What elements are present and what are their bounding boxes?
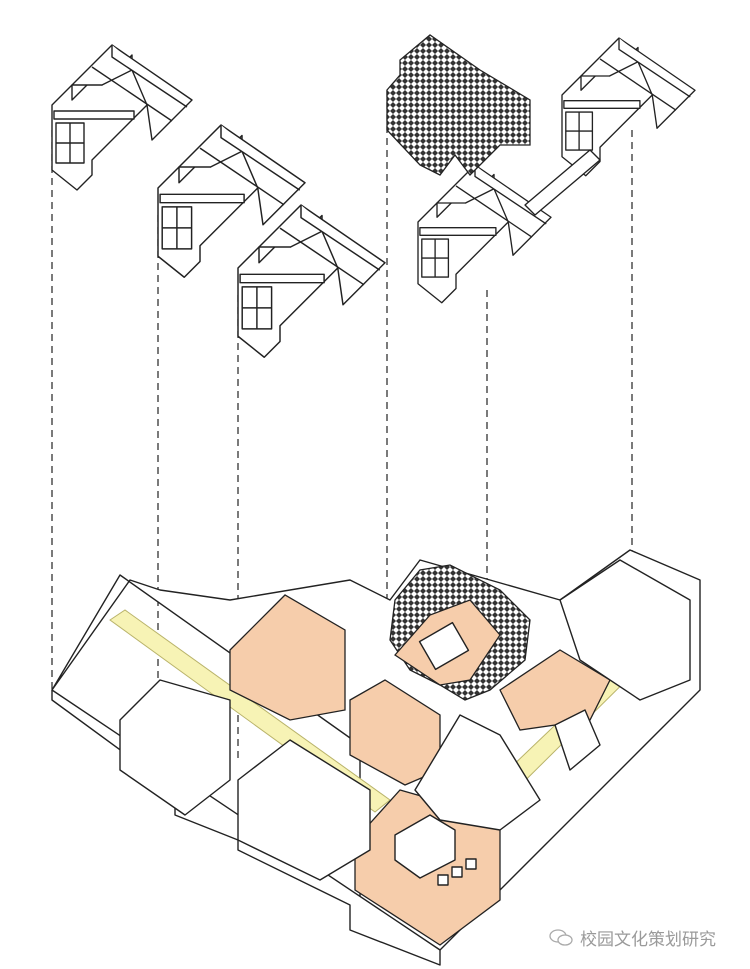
- planter: [437, 874, 449, 886]
- gabled-building: [119, 679, 231, 816]
- planter: [465, 858, 477, 870]
- connecting-bridge: [524, 149, 601, 216]
- roof-module-1: [51, 44, 193, 191]
- roof-module-4: [417, 164, 552, 304]
- watermark-text: 校园文化策划研究: [580, 930, 716, 950]
- gabled-building: [559, 559, 691, 701]
- roof-module-5: [561, 37, 696, 177]
- stair: [554, 709, 601, 771]
- skylight-grid: [418, 621, 470, 671]
- planter: [451, 866, 463, 878]
- ground-floor: [51, 549, 701, 966]
- watermark: 校园文化策划研究: [548, 925, 716, 950]
- gabled-building: [237, 739, 371, 881]
- roof-module-3: [237, 204, 386, 358]
- gabled-building: [414, 714, 541, 831]
- wechat-icon: [549, 928, 573, 946]
- hatched-roof: [386, 34, 531, 176]
- floor-area: [499, 649, 611, 731]
- small-courtyard: [394, 814, 456, 879]
- floor-area: [229, 594, 346, 721]
